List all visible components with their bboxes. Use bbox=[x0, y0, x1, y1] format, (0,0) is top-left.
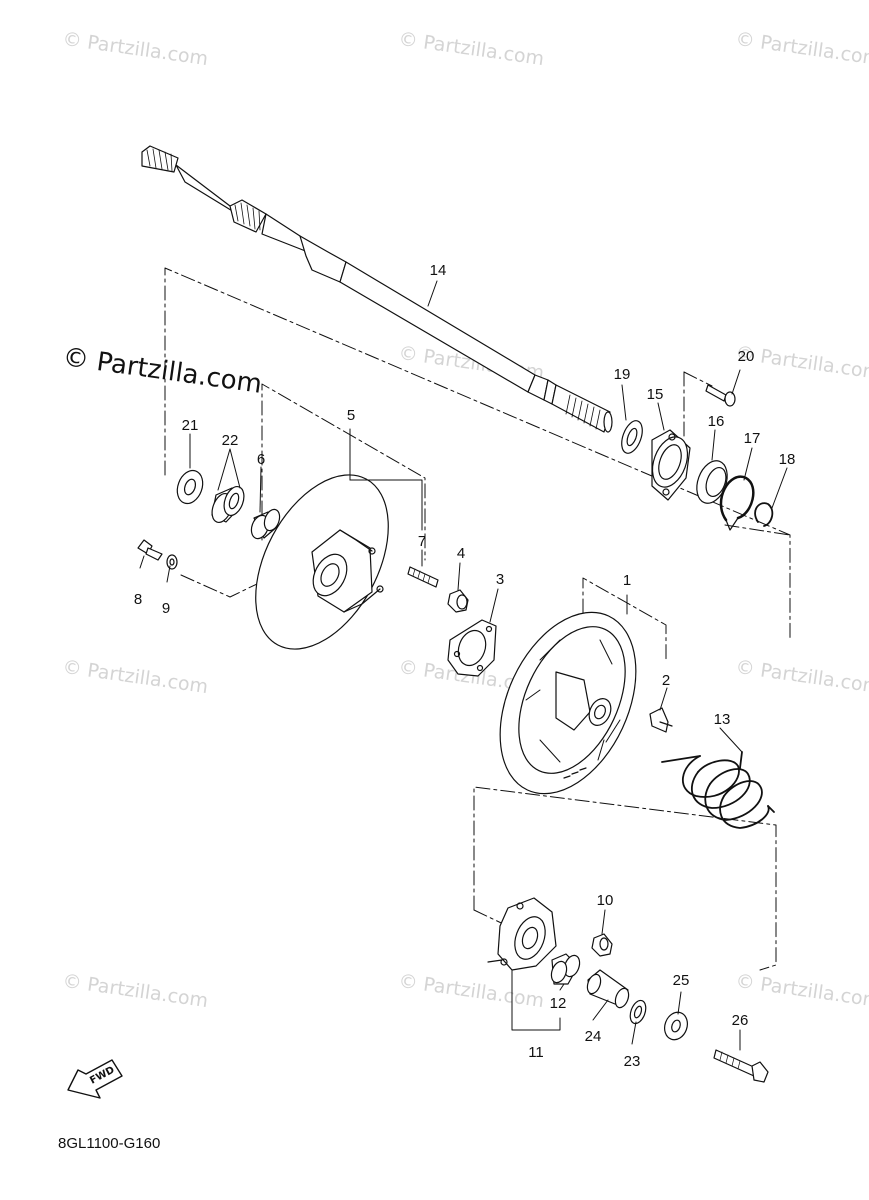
bolt-20 bbox=[705, 384, 736, 407]
bolt-8 bbox=[137, 539, 163, 561]
bushing-12 bbox=[550, 953, 581, 985]
bearing-16 bbox=[696, 460, 728, 504]
callout-25[interactable]: 25 bbox=[672, 972, 690, 989]
fwd-arrow: FWD bbox=[67, 1059, 123, 1099]
nut-10 bbox=[591, 933, 613, 957]
cam-holder-11 bbox=[487, 897, 557, 971]
washer-19 bbox=[621, 420, 643, 454]
nut-4 bbox=[447, 589, 469, 613]
callout-17[interactable]: 17 bbox=[743, 430, 761, 447]
callout-5[interactable]: 5 bbox=[346, 407, 356, 424]
collar-6 bbox=[250, 508, 281, 540]
washer-21 bbox=[176, 469, 204, 505]
washer-23 bbox=[629, 999, 647, 1025]
callout-15[interactable]: 15 bbox=[646, 386, 664, 403]
callout-4[interactable]: 4 bbox=[456, 545, 466, 562]
stud-7 bbox=[407, 566, 439, 588]
bearing-housing-15 bbox=[651, 429, 691, 501]
callout-12[interactable]: 12 bbox=[549, 995, 567, 1012]
callout-8[interactable]: 8 bbox=[133, 591, 143, 608]
callout-18[interactable]: 18 bbox=[778, 451, 796, 468]
callout-2[interactable]: 2 bbox=[661, 672, 671, 689]
callout-26[interactable]: 26 bbox=[731, 1012, 749, 1029]
reference-lines bbox=[164, 267, 791, 971]
slider-2 bbox=[649, 707, 673, 733]
leader-lines bbox=[139, 280, 788, 1051]
washer-9 bbox=[166, 554, 178, 570]
callout-6[interactable]: 6 bbox=[256, 451, 266, 468]
callout-22[interactable]: 22 bbox=[221, 432, 239, 449]
callout-1[interactable]: 1 bbox=[622, 572, 632, 589]
callout-11[interactable]: 11 bbox=[528, 1044, 544, 1061]
callout-7[interactable]: 7 bbox=[417, 533, 427, 550]
fixed-sheave-5 bbox=[255, 474, 389, 650]
callout-3[interactable]: 3 bbox=[495, 571, 505, 588]
callout-21[interactable]: 21 bbox=[181, 417, 199, 434]
callout-13[interactable]: 13 bbox=[713, 711, 731, 728]
snap-ring-18 bbox=[754, 502, 774, 527]
gasket-3 bbox=[447, 619, 497, 677]
bushing-22 bbox=[211, 485, 245, 524]
callout-14[interactable]: 14 bbox=[429, 262, 447, 279]
callout-20[interactable]: 20 bbox=[737, 348, 755, 365]
bolt-26 bbox=[713, 1049, 769, 1083]
callout-24[interactable]: 24 bbox=[584, 1028, 602, 1045]
diagram-code: 8GL1100-G160 bbox=[58, 1135, 161, 1152]
circlip-17 bbox=[719, 475, 755, 531]
secondary-shaft bbox=[141, 145, 613, 433]
washer-25 bbox=[664, 1011, 688, 1041]
callout-16[interactable]: 16 bbox=[707, 413, 725, 430]
callout-19[interactable]: 19 bbox=[613, 366, 631, 383]
spring-13 bbox=[661, 751, 775, 829]
callout-9[interactable]: 9 bbox=[161, 600, 171, 617]
callout-10[interactable]: 10 bbox=[596, 892, 614, 909]
callout-23[interactable]: 23 bbox=[623, 1053, 641, 1070]
sliding-sheave-1 bbox=[499, 611, 637, 795]
collar-24 bbox=[586, 969, 630, 1009]
